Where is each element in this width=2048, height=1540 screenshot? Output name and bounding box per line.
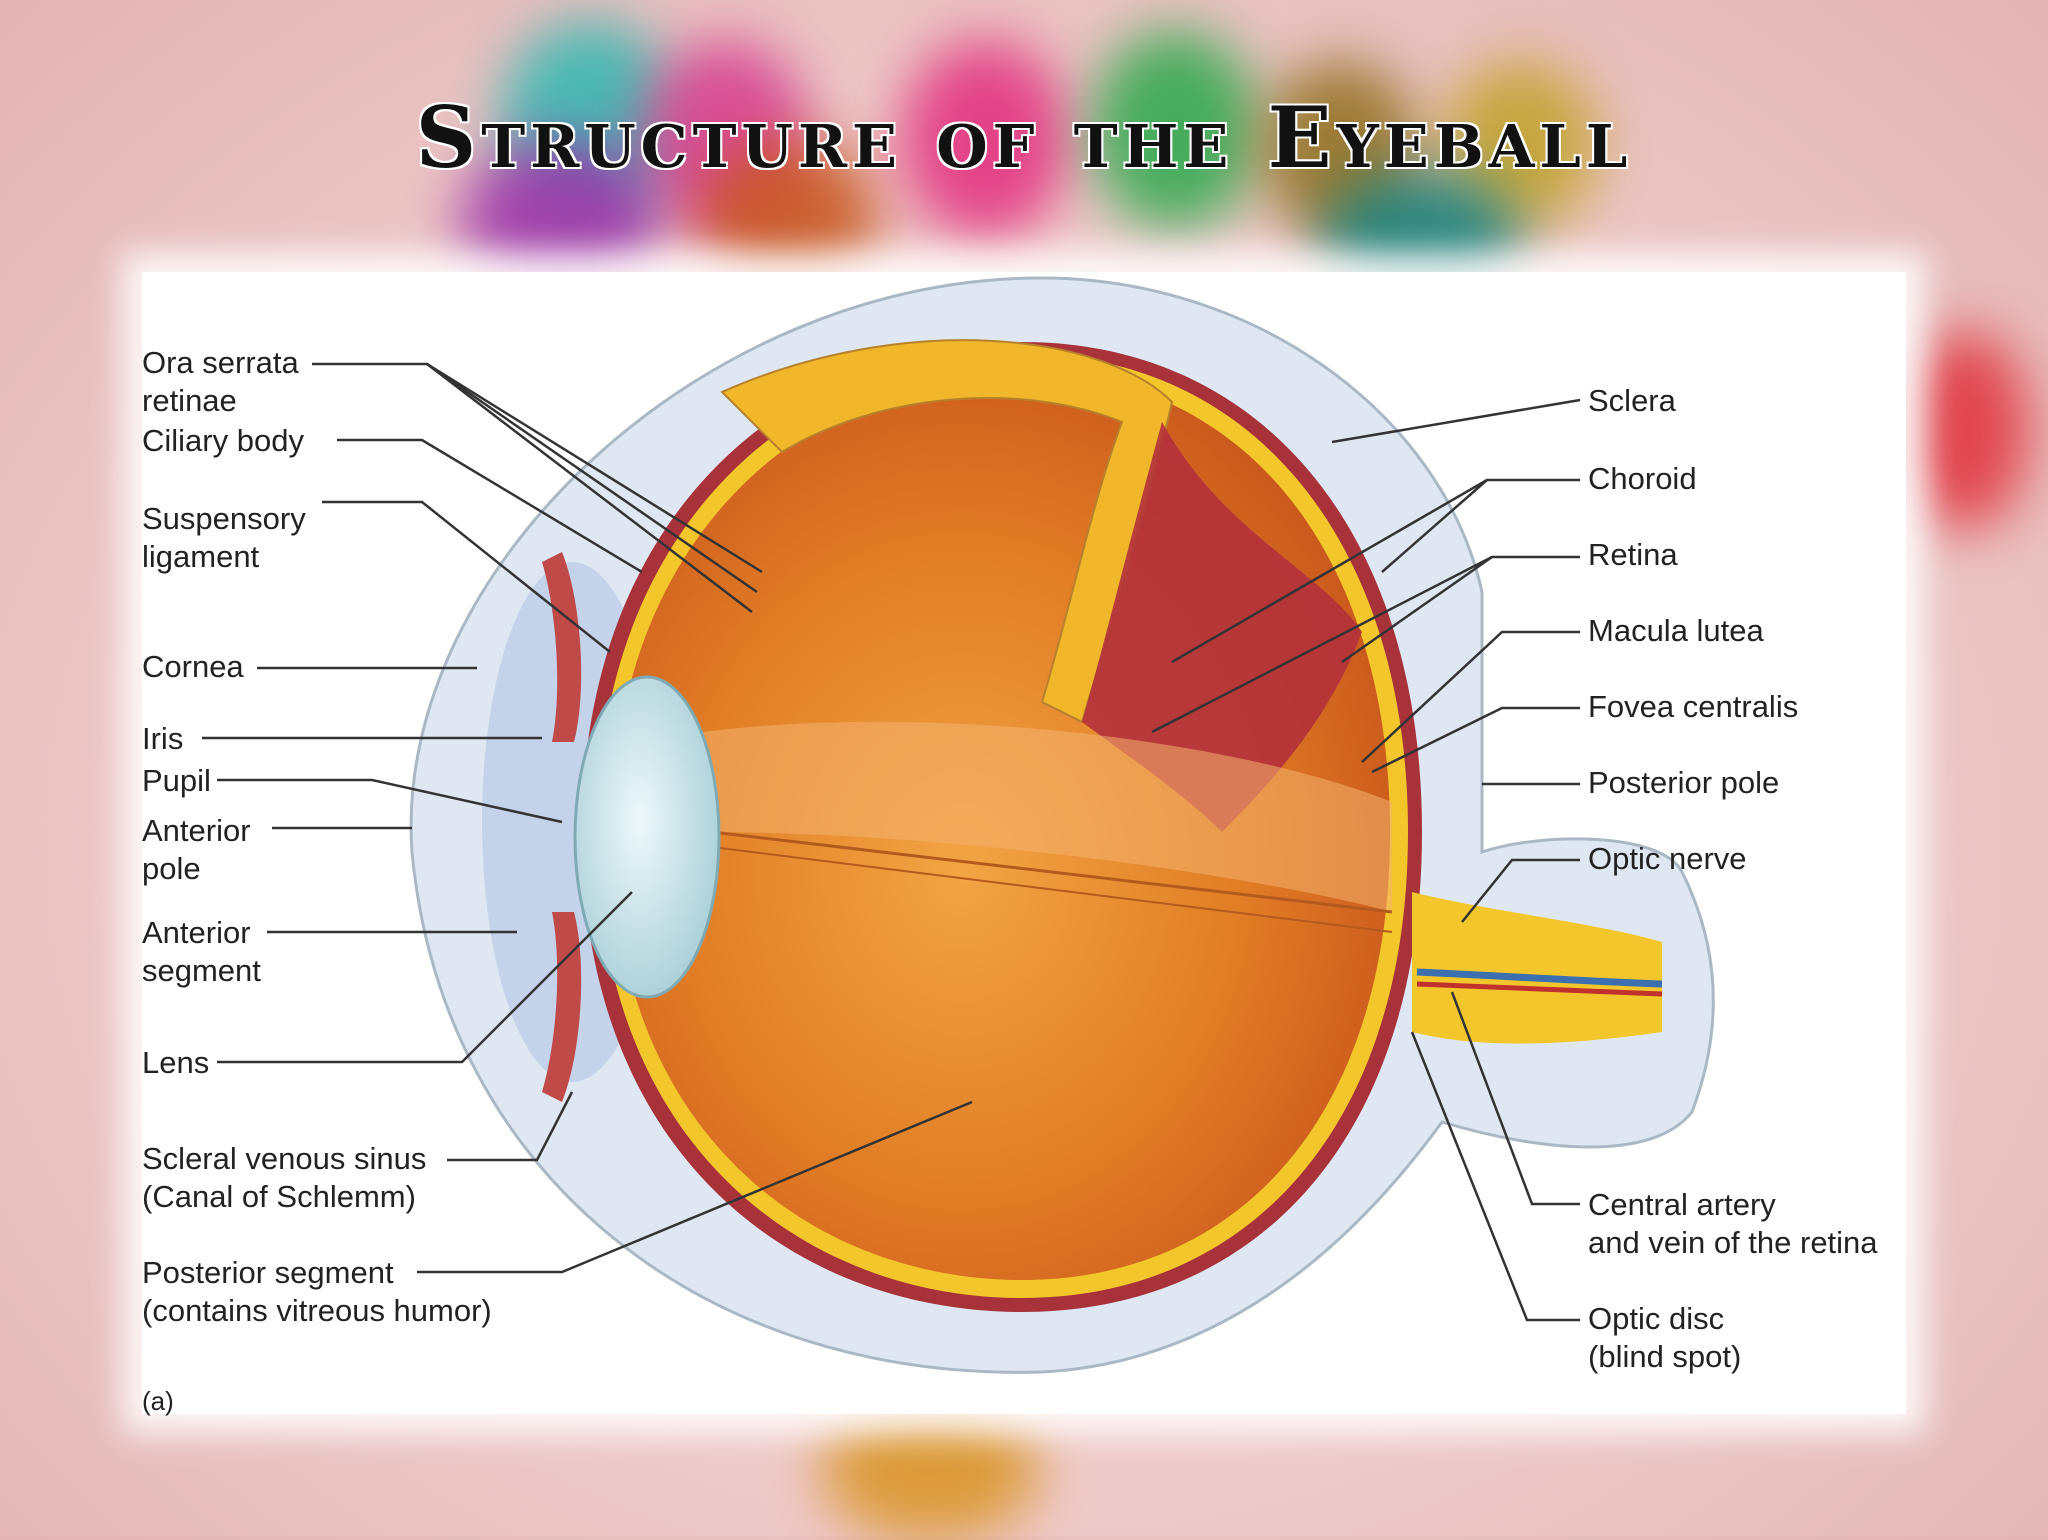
label-sclera: Sclera (1588, 382, 1676, 420)
label-line: Scleral venous sinus (142, 1141, 427, 1176)
label-line: Macula lutea (1588, 613, 1764, 648)
label-line: (Canal of Schlemm) (142, 1179, 416, 1214)
label-line: Fovea centralis (1588, 689, 1799, 724)
retina-flap (720, 339, 1362, 832)
eyeball-cross-section (202, 276, 1715, 1374)
label-anterior-segment: Anterior segment (142, 914, 261, 990)
label-line: Anterior (142, 915, 251, 950)
label-line: pole (142, 851, 201, 886)
label-macula-lutea: Macula lutea (1588, 612, 1764, 650)
lens-shape (573, 675, 721, 999)
label-line: ligament (142, 539, 260, 574)
label-line: Anterior (142, 813, 251, 848)
label-suspensory-ligament: Suspensory ligament (142, 500, 306, 576)
label-line: retinae (142, 383, 237, 418)
label-line: Ora serrata (142, 345, 299, 380)
section-plane (702, 721, 1392, 912)
label-line: Posterior pole (1588, 765, 1780, 800)
label-posterior-pole: Posterior pole (1588, 764, 1779, 802)
label-line: Central artery (1588, 1187, 1776, 1222)
label-line: Optic disc (1588, 1301, 1725, 1336)
label-ciliary-body: Ciliary body (142, 422, 304, 460)
label-iris: Iris (142, 720, 183, 758)
label-line: (blind spot) (1588, 1339, 1742, 1374)
label-line: Choroid (1588, 461, 1697, 496)
label-ora-serrata: Ora serrata retinae (142, 344, 299, 420)
label-scleral-venous-sinus: Scleral venous sinus (Canal of Schlemm) (142, 1140, 426, 1216)
figure-tag: (a) (142, 1386, 174, 1416)
label-anterior-pole: Anterior pole (142, 812, 251, 888)
label-line: (contains vitreous humor) (142, 1293, 492, 1328)
leader-lines (202, 362, 973, 1274)
label-line: Ciliary body (142, 423, 304, 458)
label-optic-nerve: Optic nerve (1588, 840, 1747, 878)
page-title: Structure of the Eyeball (415, 88, 1633, 187)
label-line: Suspensory (142, 501, 306, 536)
label-retina: Retina (1588, 536, 1678, 574)
label-line: Pupil (142, 763, 211, 798)
label-fovea-centralis: Fovea centralis (1588, 688, 1798, 726)
label-central-artery-vein: Central artery and vein of the retina (1588, 1186, 1878, 1262)
label-optic-disc: Optic disc (blind spot) (1588, 1300, 1741, 1376)
label-line: Lens (142, 1045, 210, 1080)
ciliary-body-shape (542, 552, 582, 742)
label-line: Posterior segment (142, 1255, 394, 1290)
label-line: segment (142, 953, 261, 988)
label-line: and vein of the retina (1588, 1225, 1878, 1260)
label-line: Iris (142, 721, 184, 756)
optic-nerve-shape (1412, 892, 1663, 1044)
label-line: Cornea (142, 649, 244, 684)
label-choroid: Choroid (1588, 460, 1697, 498)
label-line: Sclera (1588, 383, 1676, 418)
label-pupil: Pupil (142, 762, 211, 800)
label-lens: Lens (142, 1044, 209, 1082)
label-cornea: Cornea (142, 648, 244, 686)
label-posterior-segment: Posterior segment (contains vitreous hum… (142, 1254, 492, 1330)
eye-diagram-panel: Ora serrata retinae Ciliary body Suspens… (142, 272, 1906, 1416)
label-line: Optic nerve (1588, 841, 1747, 876)
label-line: Retina (1588, 537, 1678, 572)
